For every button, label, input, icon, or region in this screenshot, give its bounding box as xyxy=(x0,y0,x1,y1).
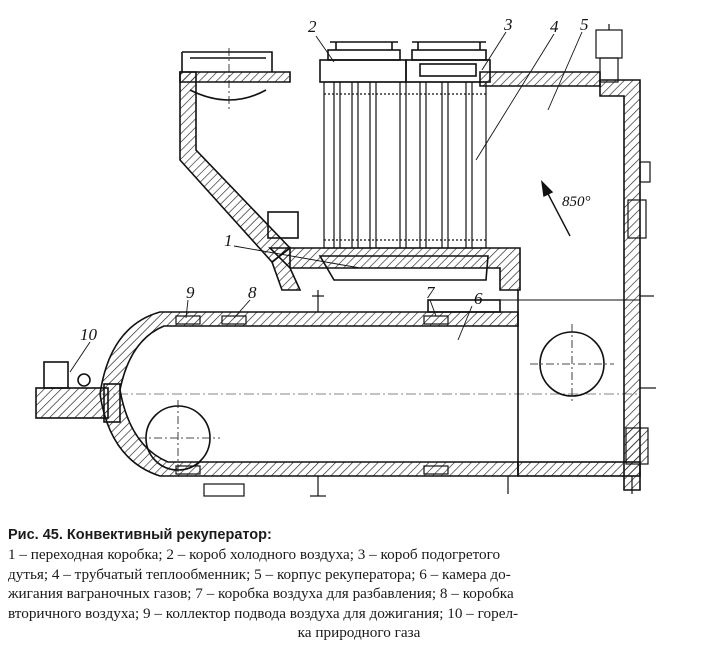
callout-5: 5 xyxy=(580,15,589,34)
recuperator-body xyxy=(179,71,641,491)
callout-1: 1 xyxy=(224,231,233,250)
hot-air-box xyxy=(405,41,491,83)
caption-title: Рис. 45. Конвективный рекуператор: xyxy=(8,527,272,543)
caption-line-1: 1 – переходная коробка; 2 – короб холодн… xyxy=(8,546,501,564)
callout-2: 2 xyxy=(308,17,317,36)
gas-flow-arrow xyxy=(541,180,571,237)
callout-9: 9 xyxy=(186,283,195,302)
callout-3: 3 xyxy=(503,15,513,34)
callout-8: 8 xyxy=(248,283,257,302)
caption-line-3: жигания ваграночных газов; 7 – коробка в… xyxy=(8,585,514,603)
flue-hood xyxy=(181,51,273,101)
caption-line-2: дутья; 4 – трубчатый теплообменник; 5 – … xyxy=(8,565,511,583)
gas-burner xyxy=(35,361,121,423)
dilution-air-box xyxy=(427,299,501,313)
caption-line-5: ка природного газа xyxy=(297,624,421,642)
callout-10: 10 xyxy=(80,325,98,344)
temperature-label: 850° xyxy=(562,194,591,210)
leader-lines xyxy=(69,31,583,373)
tube-heat-exchanger xyxy=(323,81,487,249)
caption-line-4: вторичного воздуха; 9 – коллектор подвод… xyxy=(8,604,519,622)
callout-6: 6 xyxy=(474,289,483,308)
callout-4: 4 xyxy=(550,17,559,36)
transition-box xyxy=(318,255,489,281)
cold-air-box xyxy=(319,41,407,83)
recuperator-drawing: 1 2 3 4 5 6 7 8 9 10 850° xyxy=(35,15,656,497)
figure-caption: Рис. 45. Конвективный рекуператор: 1 – п… xyxy=(8,526,710,642)
afterburning-chamber xyxy=(99,311,641,477)
side-fittings xyxy=(595,24,656,465)
callout-7: 7 xyxy=(426,283,436,302)
inspection-hatch xyxy=(267,211,299,239)
